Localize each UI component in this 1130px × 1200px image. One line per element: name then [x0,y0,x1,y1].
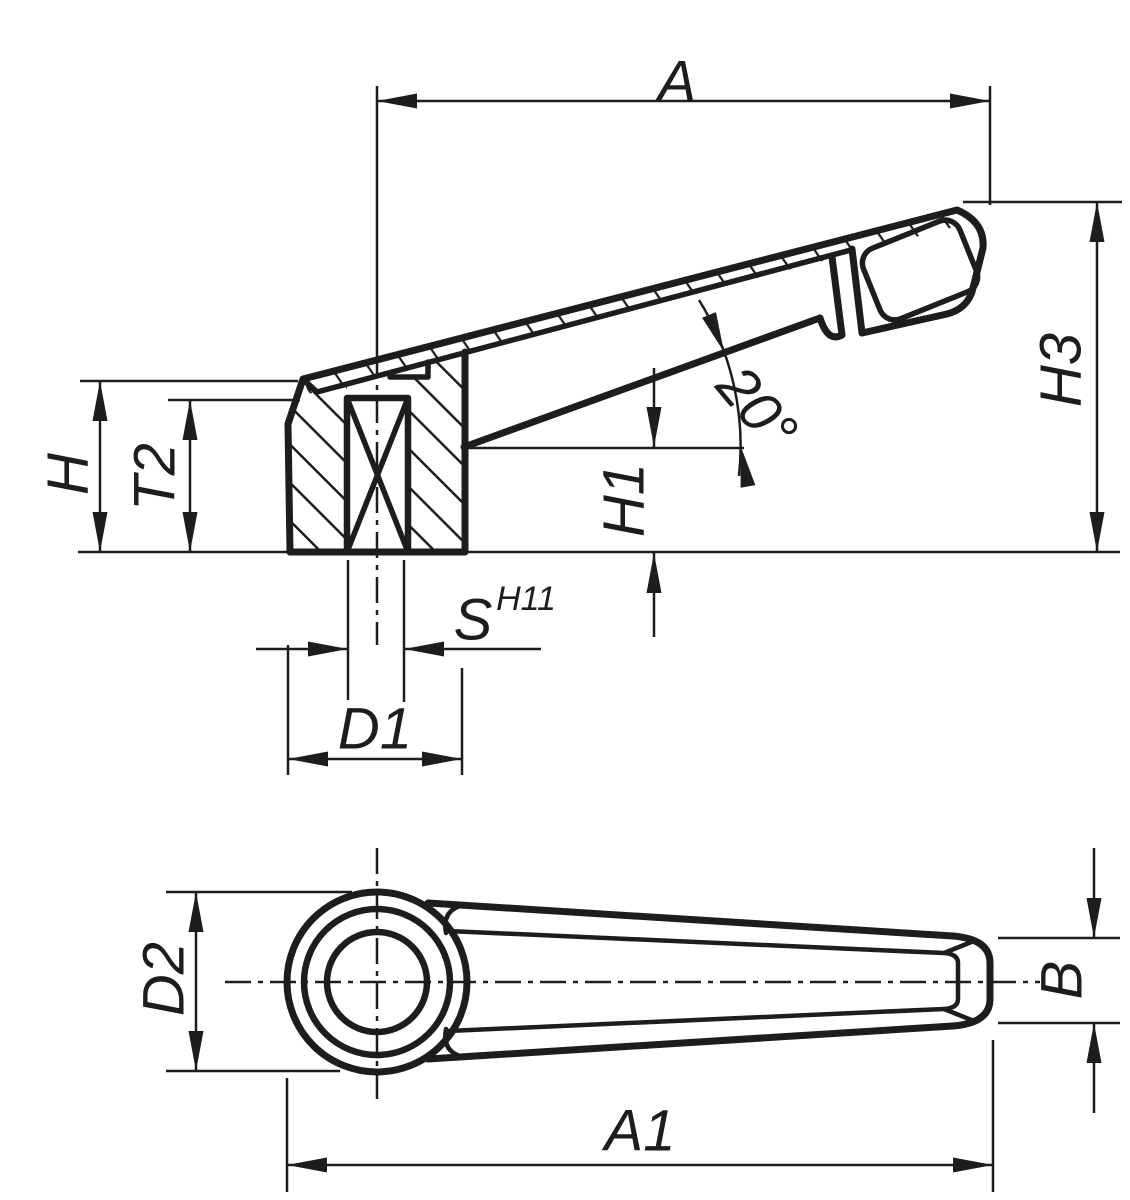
d1-extension-lines [286,645,464,775]
side-view-labels: A H3 H T2 H1 20° S H11 D1 [36,50,1094,762]
plan-view-labels: D2 B A1 [132,942,1095,1164]
dim-label-h3: H3 [1029,333,1094,407]
s-extension-lines [346,560,406,702]
plan-view-dimensions [188,848,1102,1173]
dim-label-a: A [655,50,697,115]
arm-top-band-inner-line [314,247,854,395]
reference-lines [78,86,1122,775]
dim-label-d1: D1 [338,697,412,762]
lever-outer-profile [284,206,987,556]
rib-notch-left [816,253,846,341]
dim-label-a1: A1 [602,1099,676,1164]
arm-top-face-inner-contour [445,928,961,1034]
arm-underside-20deg-edge [460,314,824,451]
hub-top-step [387,359,431,380]
rib-notch-right [848,245,866,337]
grip-recess-contour [859,217,981,323]
hub-chamfer-inner-line [300,376,320,395]
plan-centerlines [225,848,1040,1102]
dim-label-h1: H1 [592,463,657,537]
plan-view: D2 B A1 [132,848,1120,1192]
side-view: A H3 H T2 H1 20° S H11 D1 [36,50,1122,775]
side-view-dimensions [92,93,1105,767]
dim-label-s-tolerance: H11 [496,580,556,618]
dimension-arrows-side [92,93,1105,767]
dim-label-angle: 20° [703,353,810,463]
arm-hub-fillet-hooks [443,903,463,1059]
dim-label-s: S [454,588,493,653]
dim-label-h: H [36,453,101,495]
dim-label-t2: T2 [123,443,188,511]
dim-label-d2: D2 [132,942,197,1016]
tip-corner-chamfer-lines [941,938,977,1024]
dim-label-b: B [1030,961,1095,1000]
section-hatching [288,211,959,549]
